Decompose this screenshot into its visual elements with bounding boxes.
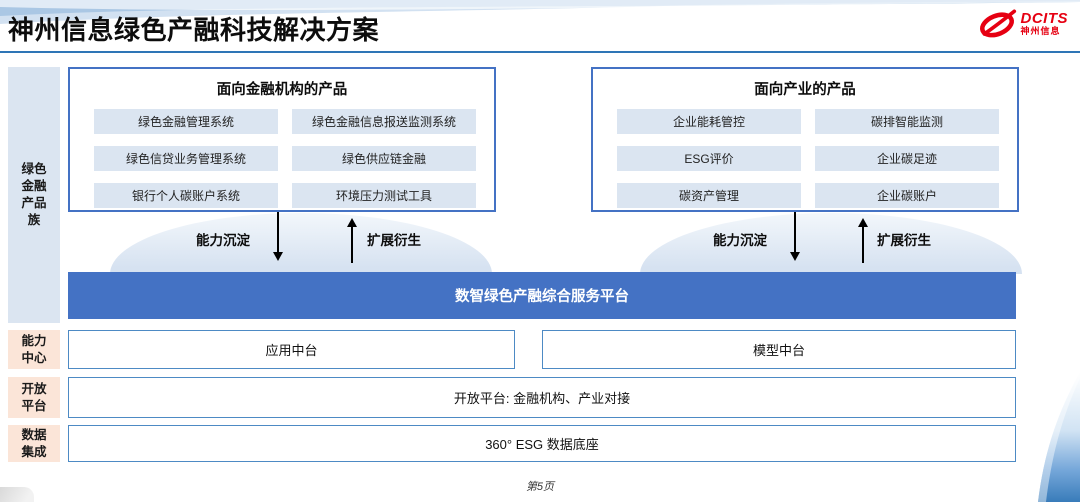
down-arrow-icon-right <box>789 212 801 261</box>
page-title: 神州信息绿色产融科技解决方案 <box>8 15 380 45</box>
dcits-swirl-icon <box>979 9 1016 38</box>
model-middle-platform-box: 模型中台 <box>542 330 1016 369</box>
product-family-label: 绿色金融产品族 <box>21 162 47 227</box>
dome-decoration-right <box>640 213 1022 274</box>
logo-name: DCITS <box>1020 10 1068 28</box>
dcits-logo: DCITS 神州信息 <box>977 8 1069 40</box>
product-chip: 绿色金融管理系统 <box>94 109 278 134</box>
product-group-financial: 面向金融机构的产品 绿色金融管理系统 绿色金融信息报送监测系统 绿色信贷业务管理… <box>68 67 496 212</box>
product-chip-grid-financial: 绿色金融管理系统 绿色金融信息报送监测系统 绿色信贷业务管理系统 绿色供应链金融… <box>70 99 494 208</box>
up-arrow-icon-left <box>346 218 358 263</box>
sidebar-label-capability-center: 能力中心 <box>8 330 60 369</box>
product-group-financial-title: 面向金融机构的产品 <box>216 82 348 98</box>
extend-derive-label-right: 扩展衍生 <box>877 233 931 248</box>
product-chip: ESG评价 <box>617 146 801 171</box>
capability-center-label: 能力中心 <box>21 333 47 365</box>
up-arrow-icon-right <box>857 218 869 263</box>
product-chip: 碳资产管理 <box>617 183 801 208</box>
platform-bar: 数智绿色产融综合服务平台 <box>68 272 1016 319</box>
down-arrow-icon-left <box>272 212 284 261</box>
page-number: 第5页 <box>525 481 555 493</box>
open-platform-label: 开放平台 <box>21 381 47 413</box>
logo-subname: 神州信息 <box>1020 26 1061 37</box>
product-chip: 银行个人碳账户系统 <box>94 183 278 208</box>
data-integration-label: 数据集成 <box>21 427 47 459</box>
dcits-logo-text: DCITS 神州信息 <box>1021 11 1069 36</box>
capability-settle-label-right: 能力沉淀 <box>713 233 767 248</box>
product-chip: 绿色金融信息报送监测系统 <box>292 109 476 134</box>
extend-derive-label-left: 扩展衍生 <box>367 233 421 248</box>
product-chip: 环境压力测试工具 <box>292 183 476 208</box>
product-chip: 企业碳账户 <box>815 183 999 208</box>
product-chip: 碳排智能监测 <box>815 109 999 134</box>
product-chip: 绿色供应链金融 <box>292 146 476 171</box>
dome-decoration-left <box>110 213 492 274</box>
product-group-industry-title: 面向产业的产品 <box>754 82 856 98</box>
sidebar-label-open-platform: 开放平台 <box>8 377 60 418</box>
open-platform-box: 开放平台: 金融机构、产业对接 <box>68 377 1016 418</box>
product-chip: 企业碳足迹 <box>815 146 999 171</box>
product-chip: 绿色信贷业务管理系统 <box>94 146 278 171</box>
app-middle-platform-box: 应用中台 <box>68 330 515 369</box>
header-divider-line <box>0 51 1080 53</box>
product-group-industry: 面向产业的产品 企业能耗管控 碳排智能监测 ESG评价 企业碳足迹 碳资产管理 … <box>591 67 1019 212</box>
product-chip: 企业能耗管控 <box>617 109 801 134</box>
sidebar-label-data-integration: 数据集成 <box>8 425 60 462</box>
product-chip-grid-industry: 企业能耗管控 碳排智能监测 ESG评价 企业碳足迹 碳资产管理 企业碳账户 <box>593 99 1017 208</box>
sidebar-label-product-family: 绿色金融产品族 <box>8 67 60 323</box>
capability-settle-label-left: 能力沉淀 <box>196 233 250 248</box>
esg-data-base-box: 360° ESG 数据底座 <box>68 425 1016 462</box>
